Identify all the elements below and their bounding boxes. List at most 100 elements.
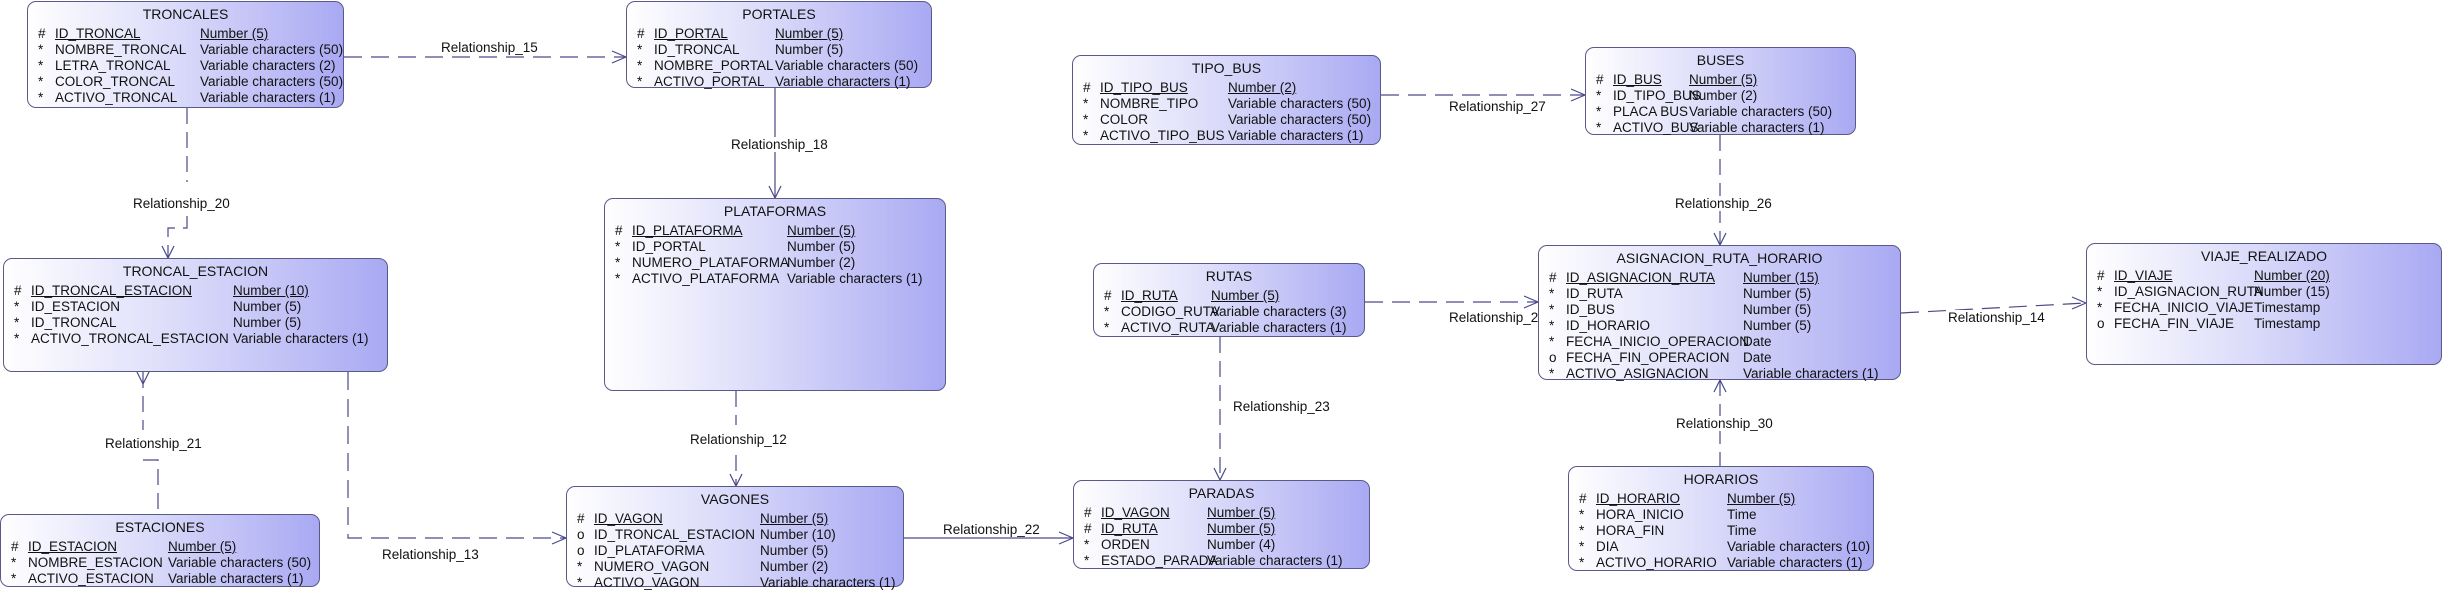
- entity-title: TRONCAL_ESTACION: [122, 263, 269, 279]
- attribute-type: Number (5): [1743, 318, 1812, 333]
- attribute-marker: *: [577, 575, 583, 590]
- attribute-name: ID_PLATAFORMA: [594, 543, 705, 558]
- relationship-25-label: Relationship_25: [1448, 310, 1547, 325]
- relationship-12-label: Relationship_12: [689, 432, 788, 447]
- primary-key-name: ID_TIPO_BUS: [1100, 80, 1188, 95]
- attribute-type: Number (5): [1207, 521, 1276, 536]
- attribute-marker: *: [1549, 302, 1555, 317]
- attribute-type: Timestamp: [2254, 300, 2321, 315]
- primary-key-name: ID_RUTA: [1121, 288, 1178, 303]
- primary-key-name: ID_BUS: [1613, 72, 1662, 87]
- attribute-marker: #: [1579, 491, 1587, 506]
- entity-title: HORARIOS: [1683, 471, 1759, 487]
- attribute-marker: *: [1083, 96, 1089, 111]
- attribute-marker: *: [14, 331, 20, 346]
- attribute-type: Variable characters (50): [168, 555, 312, 570]
- relationship-20-line: [167, 108, 188, 258]
- relationship-18-label: Relationship_18: [730, 137, 829, 152]
- primary-key-name: ID_VIAJE: [2114, 268, 2173, 283]
- entity-title: BUSES: [1696, 52, 1745, 68]
- attribute-type: Number (10): [233, 283, 309, 298]
- attribute-name: ACTIVO_TIPO_BUS: [1100, 128, 1225, 143]
- attribute-marker: *: [1549, 318, 1555, 333]
- attribute-name: ACTIVO_PORTAL: [654, 74, 765, 89]
- attribute-type: Number (10): [760, 527, 836, 542]
- attribute-name: ESTADO_PARADA: [1101, 553, 1218, 568]
- attribute-marker: #: [38, 26, 46, 41]
- relationship-20-label: Relationship_20: [132, 196, 231, 211]
- attribute-name: ACTIVO_TRONCAL: [55, 90, 178, 105]
- attribute-type: Number (5): [775, 26, 844, 41]
- attribute-name: FECHA_INICIO_VIAJE: [2114, 300, 2254, 315]
- attribute-type: Date: [1743, 350, 1772, 365]
- relationship-30-crowfoot: [1713, 378, 1727, 393]
- attribute-marker: *: [1549, 286, 1555, 301]
- attribute-type: Number (15): [1743, 270, 1819, 285]
- attribute-name: ACTIVO_PLATAFORMA: [632, 271, 780, 286]
- attribute-name: NOMBRE_TIPO: [1100, 96, 1199, 111]
- attribute-name: ID_TIPO_BUS: [1613, 88, 1701, 103]
- attribute-name: ACTIVO_VAGON: [594, 575, 700, 590]
- attribute-marker: *: [2097, 284, 2103, 299]
- attribute-name: HORA_FIN: [1596, 523, 1665, 538]
- relationship-21-label: Relationship_21: [104, 436, 203, 451]
- attribute-marker: *: [1083, 112, 1089, 127]
- attribute-type: Variable characters (1): [787, 271, 923, 286]
- attribute-name: ID_RUTA: [1566, 286, 1623, 301]
- attribute-type: Number (5): [1743, 286, 1812, 301]
- entity-title: PORTALES: [742, 6, 816, 22]
- attribute-marker: *: [38, 42, 44, 57]
- attribute-marker: #: [1084, 521, 1092, 536]
- primary-key-name: ID_TRONCAL_ESTACION: [31, 283, 193, 298]
- relationship-21-line: [142, 372, 159, 514]
- entity-asignacion-ruta-horario[interactable]: ASIGNACION_RUTA_HORARIO#ID_ASIGNACION_RU…: [1538, 245, 1901, 382]
- relationship-14-line: [1900, 302, 2087, 314]
- attribute-marker: *: [1084, 537, 1090, 552]
- attribute-marker: o: [577, 543, 585, 558]
- attribute-marker: *: [38, 58, 44, 73]
- entity-title: VIAJE_REALIZADO: [2200, 248, 2328, 264]
- attribute-name: NOMBRE_TRONCAL: [55, 42, 187, 57]
- attribute-type: Variable characters (1): [1727, 555, 1863, 570]
- relationship-27-label: Relationship_27: [1448, 99, 1547, 114]
- attribute-type: Number (5): [1207, 505, 1276, 520]
- attribute-name: FECHA_INICIO_OPERACION: [1566, 334, 1750, 349]
- attribute-name: ORDEN: [1101, 537, 1150, 552]
- attribute-type: Number (2): [1689, 88, 1758, 103]
- attribute-marker: #: [1596, 72, 1604, 87]
- attribute-marker: *: [14, 315, 20, 330]
- attribute-name: ID_TRONCAL_ESTACION: [594, 527, 756, 542]
- primary-key-name: ID_VAGON: [1101, 505, 1170, 520]
- attribute-marker: *: [11, 555, 17, 570]
